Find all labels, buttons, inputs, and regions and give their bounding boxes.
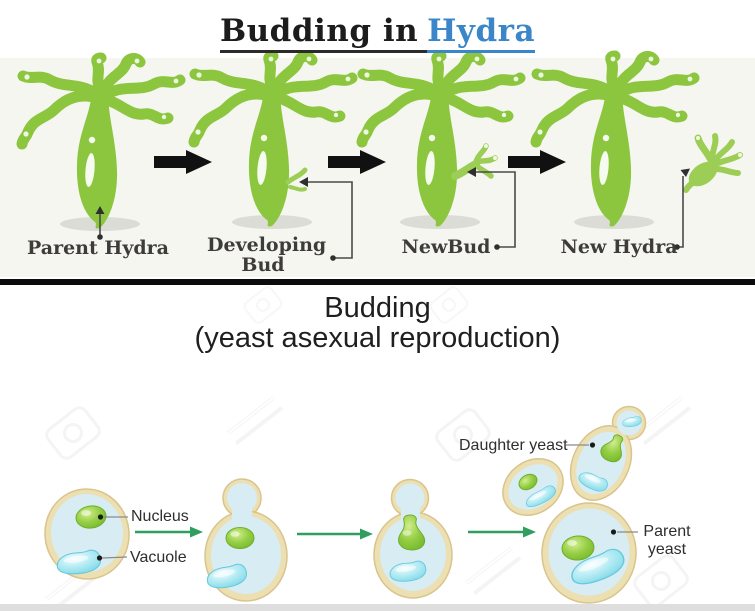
nucleus-shape <box>561 535 595 561</box>
label-vacuole: Vacuole <box>130 549 187 566</box>
nucleus-shape <box>225 527 255 549</box>
label-developing-bud: Developing Bud <box>207 234 327 276</box>
step-arrow-3 <box>508 150 566 174</box>
mini-hydra-shape <box>683 133 743 193</box>
label-parent-yeast: Parent yeast <box>643 523 691 558</box>
label-nucleus: Nucleus <box>131 508 189 525</box>
hydra-figure-developing-bud <box>194 56 352 226</box>
hydra-leader-dots <box>95 167 690 261</box>
yeast-cell-1 <box>44 488 130 580</box>
step-arrow-2 <box>328 150 386 174</box>
hydra-figure-new-bud <box>362 56 520 226</box>
parent-cell <box>541 502 637 604</box>
bottom-edge-strip <box>0 604 755 611</box>
yeast-cell-3 <box>373 478 453 599</box>
label-new-bud: NewBud <box>401 236 491 258</box>
hydra-title-text: Budding in <box>219 13 428 53</box>
yeast-arrows <box>135 526 536 540</box>
section-divider <box>0 279 755 285</box>
step-arrow-1 <box>154 150 212 174</box>
label-new-hydra: New Hydra <box>560 236 678 258</box>
hydra-figure-parent <box>22 58 180 228</box>
hydra-shadows <box>60 215 654 231</box>
small-bud-shape <box>285 167 308 192</box>
hydra-leader-lines <box>99 171 684 259</box>
dividing-nucleus-shape <box>398 514 426 551</box>
yeast-section-title: Budding (yeast asexual reproduction) <box>0 293 755 353</box>
dividing-nucleus-shape <box>600 434 624 463</box>
step-arrows <box>154 150 566 174</box>
yeast-title-line2: (yeast asexual reproduction) <box>194 322 561 354</box>
label-parent-hydra: Parent Hydra <box>27 237 169 259</box>
new-bud-shape <box>451 143 498 180</box>
daughter-cell-left <box>502 458 564 516</box>
yeast-leader-dots <box>96 442 617 561</box>
hydra-title-link[interactable]: Hydra <box>427 13 536 53</box>
nucleus-shape <box>75 505 107 529</box>
yeast-leader-lines <box>101 444 638 559</box>
daughter-cell-right <box>569 405 647 501</box>
hydra-figure-new-hydra <box>536 56 694 226</box>
yeast-title-line1: Budding <box>324 292 431 324</box>
label-daughter-yeast: Daughter yeast <box>459 437 568 454</box>
yeast-cell-2 <box>204 478 288 602</box>
yeast-cluster <box>502 405 647 604</box>
